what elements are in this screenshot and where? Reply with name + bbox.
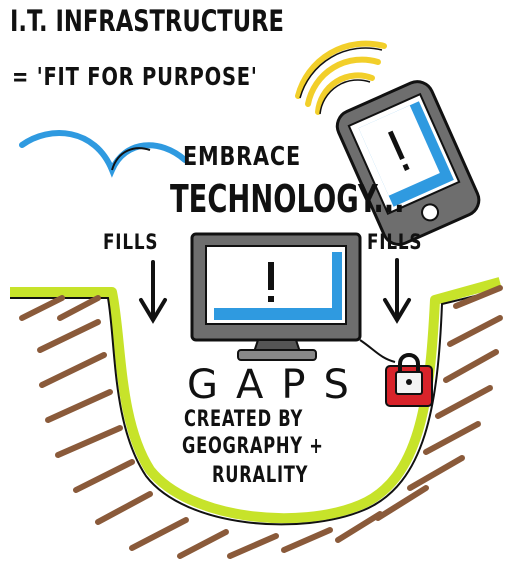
title-line-2: = 'FIT FOR PURPOSE' xyxy=(12,62,258,91)
gaps-caption-line-3: RURALITY xyxy=(212,463,309,488)
monitor-icon xyxy=(190,232,362,361)
gaps-caption-line-2: GEOGRAPHY + xyxy=(182,434,324,459)
smartphone-icon xyxy=(335,80,481,246)
gaps-caption-line-1: CREATED BY xyxy=(184,407,304,432)
embrace-label: EMBRACE xyxy=(183,142,301,172)
ground-hatching xyxy=(19,285,503,559)
fills-label-left: FILLS xyxy=(103,230,159,254)
padlock-icon xyxy=(385,353,433,407)
blue-swoosh xyxy=(19,130,188,178)
signal-waves-icon xyxy=(295,40,387,115)
ground-green-outline xyxy=(10,277,502,524)
title-line-1: I.T. INFRASTRUCTURE xyxy=(10,4,284,38)
gaps-heading: GAPS xyxy=(187,362,367,408)
technology-label: TECHNOLOGY... xyxy=(170,177,405,221)
down-arrow-icon xyxy=(139,260,167,324)
fills-label-right: FILLS xyxy=(367,230,423,254)
down-arrow-icon xyxy=(383,258,411,324)
